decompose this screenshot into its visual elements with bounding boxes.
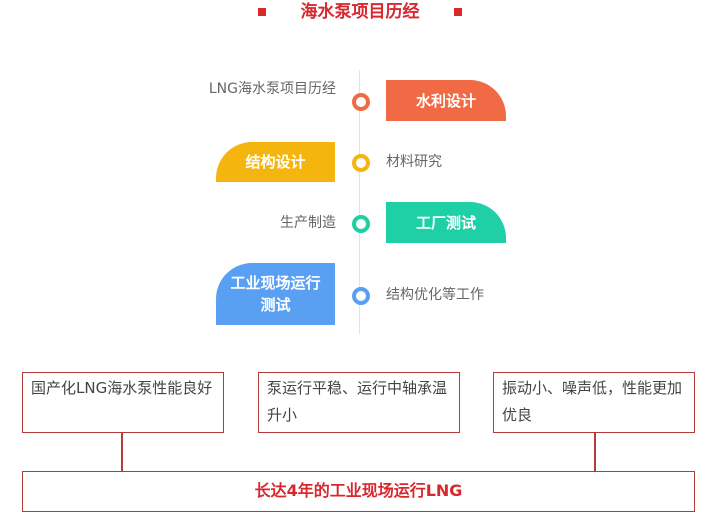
page-title: 海水泵项目历经 xyxy=(300,2,420,22)
timeline-pill-2: 结构设计 xyxy=(216,142,335,182)
result-box-1: 国产化LNG海水泵性能良好 xyxy=(22,372,224,433)
title-square-left xyxy=(258,8,266,16)
conclusion-box: 长达4年的工业现场运行LNG xyxy=(22,471,695,512)
result-box-3: 振动小、噪声低，性能更加优良 xyxy=(493,372,695,433)
timeline-pill-1: 水利设计 xyxy=(386,80,506,121)
timeline-dot-4 xyxy=(352,287,370,305)
timeline-dot-1 xyxy=(352,93,370,111)
timeline-label-4: 结构优化等工作 xyxy=(386,287,484,303)
timeline-label-3: 生产制造 xyxy=(280,215,336,231)
title-row: 海水泵项目历经 xyxy=(0,0,720,26)
timeline-pill-3: 工厂测试 xyxy=(386,202,506,243)
title-square-right xyxy=(454,8,462,16)
result-box-2: 泵运行平稳、运行中轴承温升小 xyxy=(258,372,460,433)
timeline-label-2: 材料研究 xyxy=(386,154,442,170)
timeline-line xyxy=(359,70,360,334)
connector-3 xyxy=(594,433,596,471)
timeline-dot-2 xyxy=(352,154,370,172)
connector-1 xyxy=(121,433,123,471)
timeline-dot-3 xyxy=(352,215,370,233)
timeline-pill-4: 工业现场运行测试 xyxy=(216,263,335,325)
timeline-label-1: LNG海水泵项目历经 xyxy=(208,81,336,97)
